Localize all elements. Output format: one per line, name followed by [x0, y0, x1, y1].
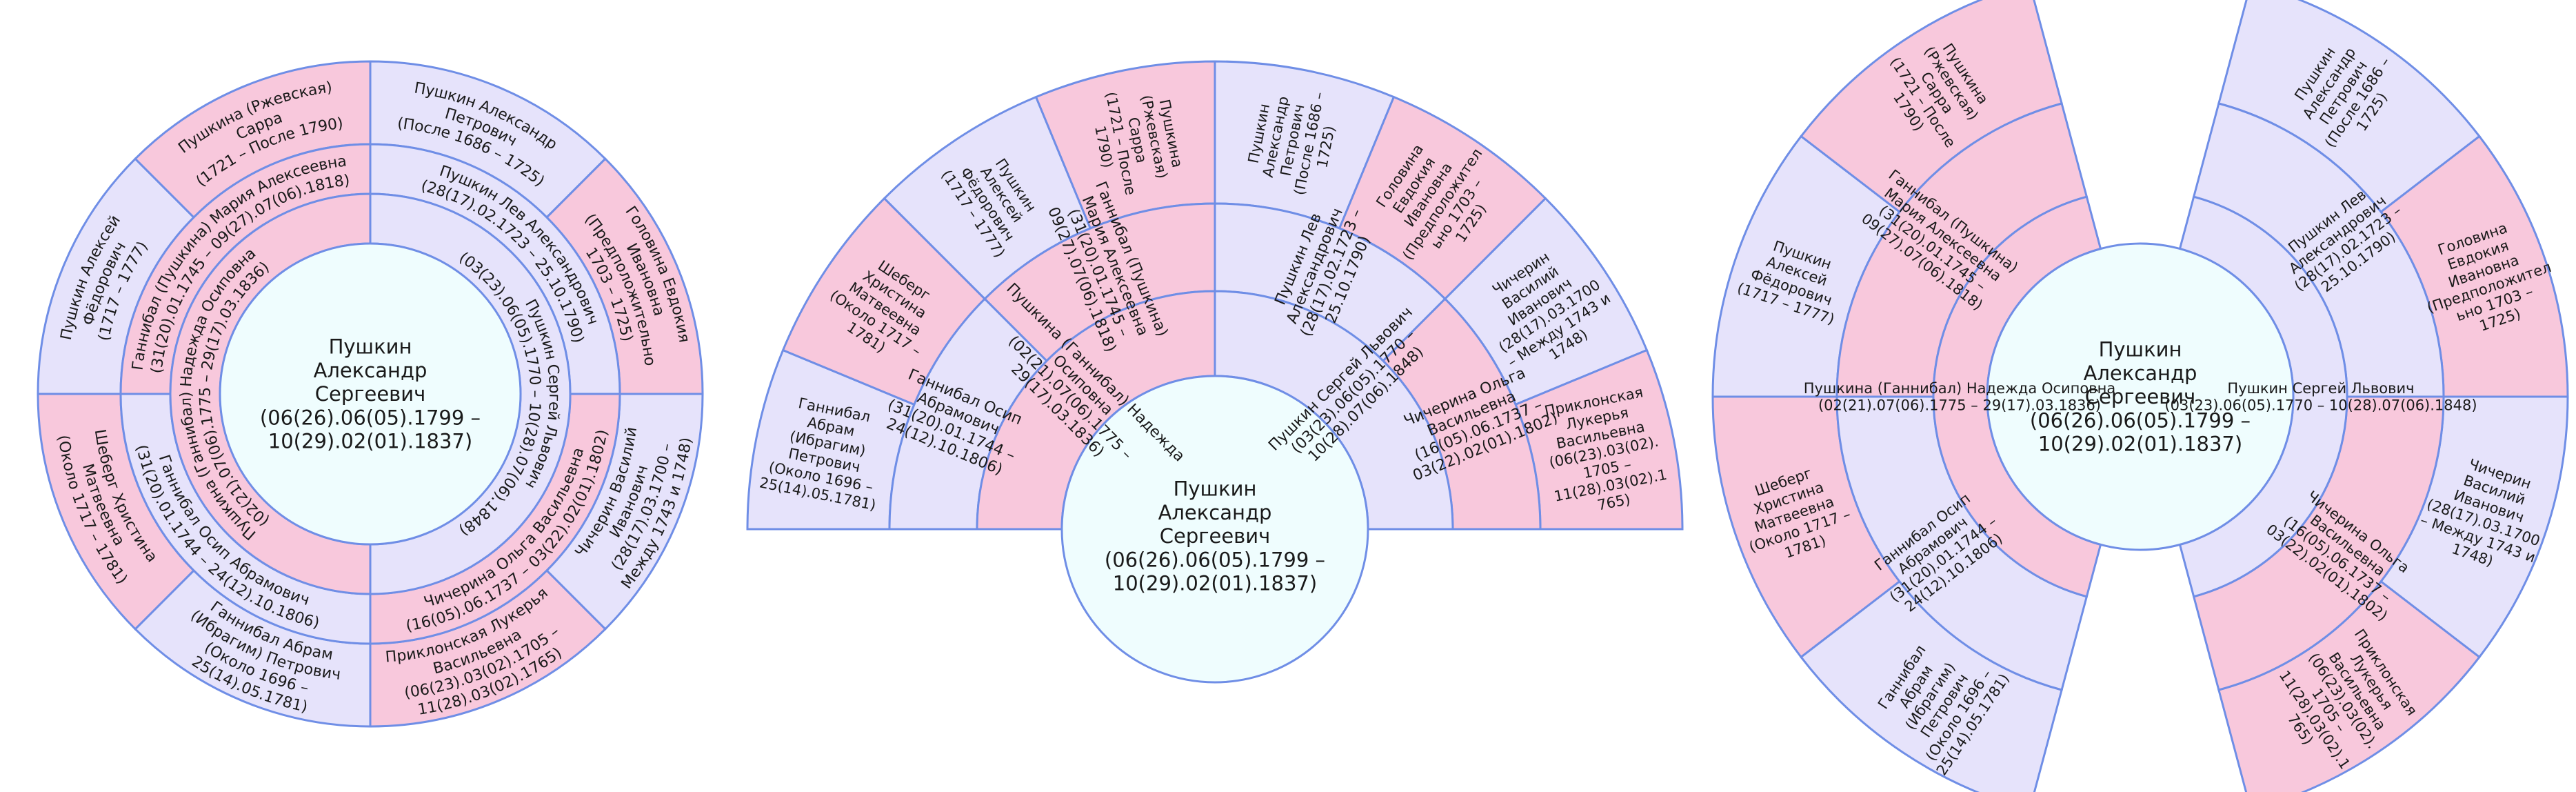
fan-fmf-label: ЧичеринВасилийИванович(28(17).03.1700– М… — [1467, 233, 1623, 385]
split-mother-label: Пушкина (Ганнибал) Надежда Осиповна(02(2… — [1804, 380, 2115, 414]
circle-root-node[interactable] — [219, 242, 522, 546]
fan-mmm-label: Пушкина(Ржевская)Сарра(1721 – После1790) — [1085, 81, 1189, 200]
fan-fmm-label: ПриклонскаяЛукерьяВасильевна(06(23).03(0… — [1536, 382, 1672, 522]
split-fff-label: ПушкинАлександрПетрович(После 1686 –1725… — [2279, 26, 2408, 160]
fan-root-node[interactable] — [1060, 375, 1369, 684]
split-root-node[interactable] — [1986, 242, 2295, 551]
fan-mff-label: ГаннибалАбрам(Ибрагим)Петрович(Около 169… — [758, 390, 894, 514]
split-father-label: Пушкин Сергей Львович(03(23).06(05).1770… — [2164, 380, 2477, 414]
split-mmm-label: Пушкина(Ржевская)Сарра(1721 – После1790) — [1873, 26, 2002, 160]
split-ff-label: Пушкин ЛевАлександрович(28(17).02.1723 –… — [2271, 175, 2415, 308]
